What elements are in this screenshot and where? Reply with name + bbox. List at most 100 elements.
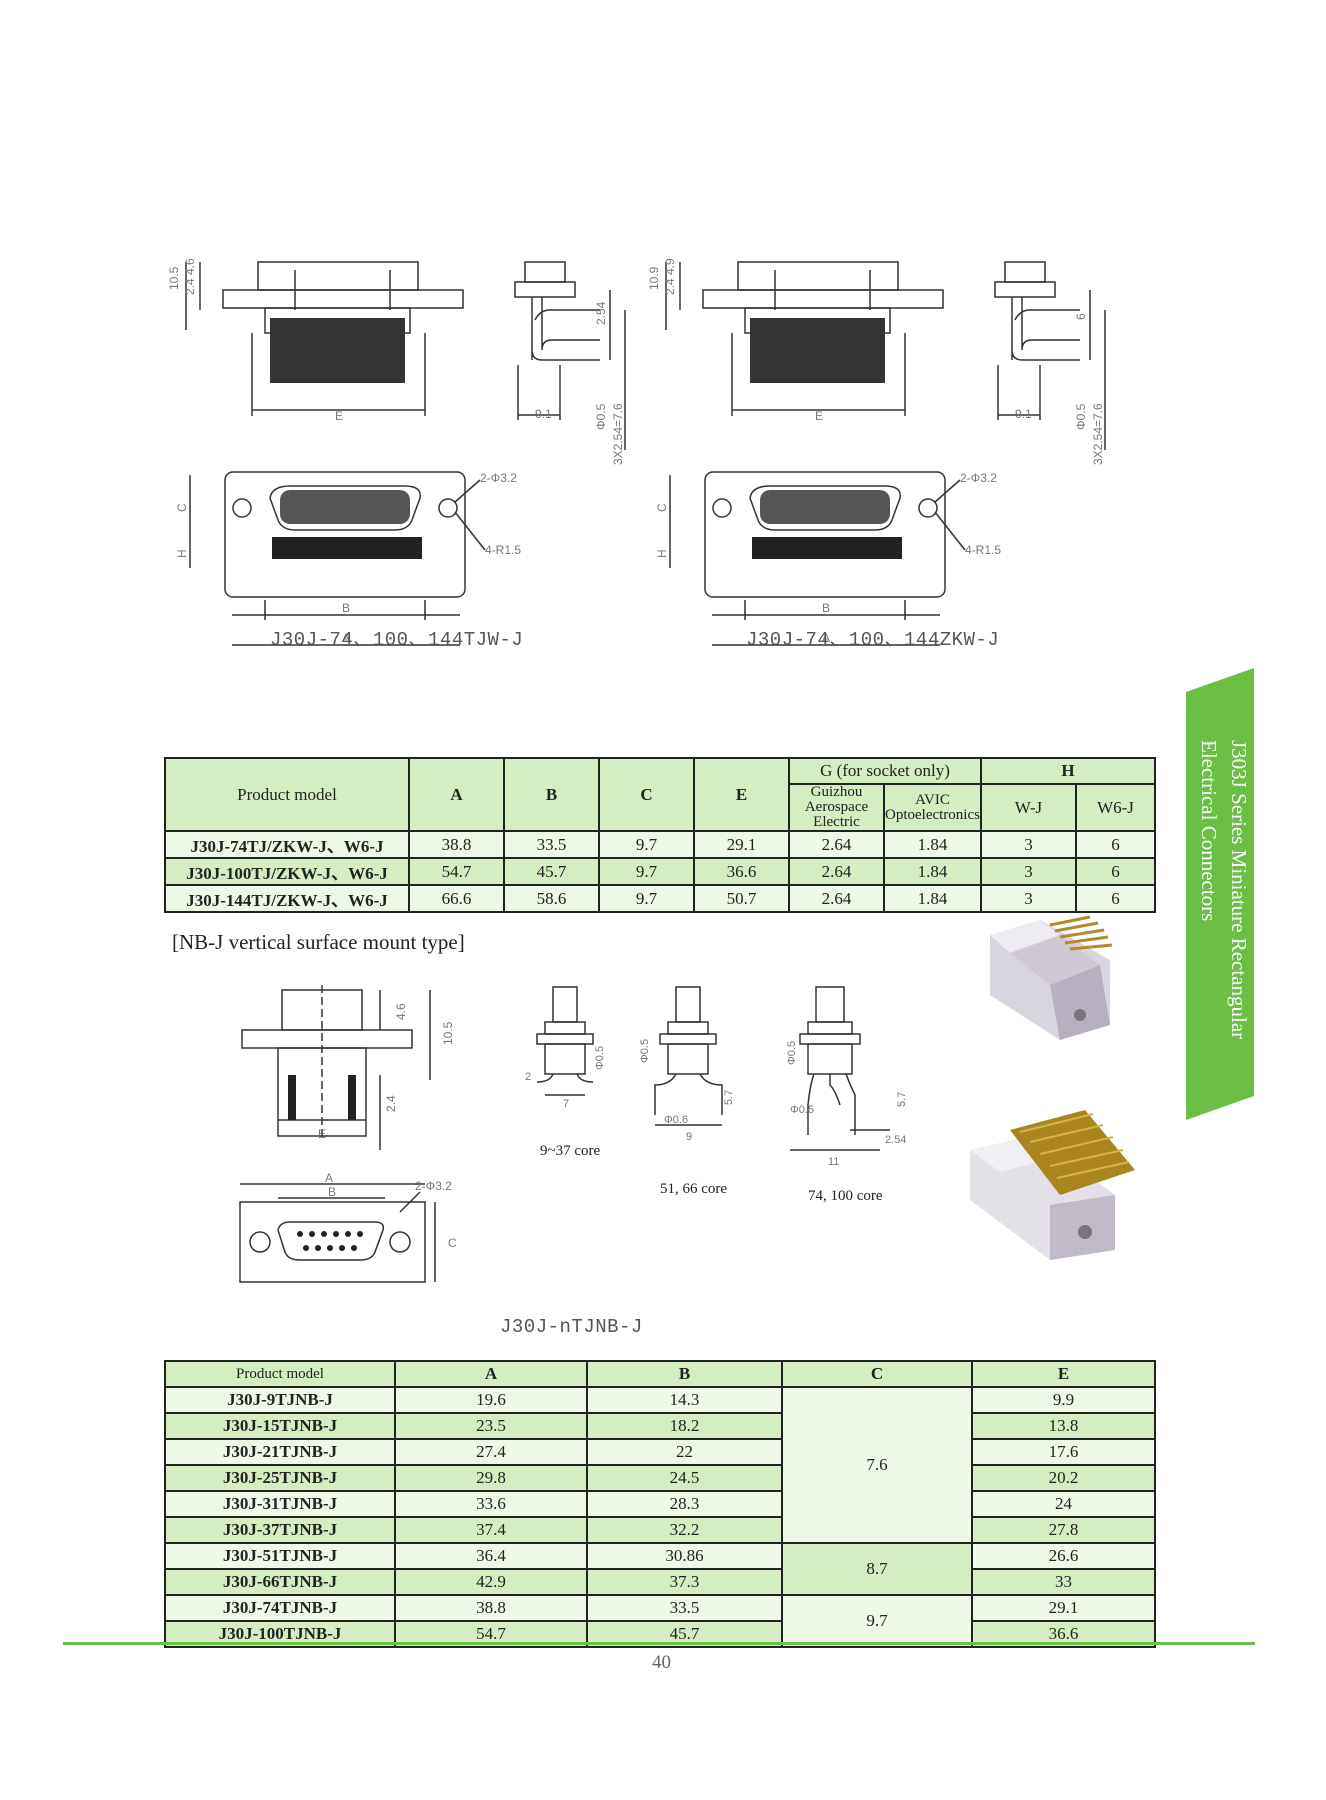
cell-a: 33.6 — [394, 1490, 588, 1518]
dim-hole: 2-Φ3.2 — [415, 1179, 452, 1193]
cell-model: J30J-144TJ/ZKW-J、W6-J — [164, 884, 410, 913]
th-model: Product model — [164, 1360, 396, 1388]
table-top-models: Product model A B C E G (for socket only… — [164, 757, 1157, 913]
dim-05: Φ0.5 — [640, 1039, 651, 1063]
dim-e: E — [335, 409, 343, 423]
dim-w: 9.1 — [1015, 407, 1032, 421]
th-g1: Guizhou Aerospace Electric — [788, 783, 885, 832]
cell-b: 14.3 — [586, 1386, 783, 1414]
cell-h2: 6 — [1074, 830, 1157, 859]
th-e: E — [971, 1360, 1156, 1388]
top-left-drawing: 10.5 2.4 4.6 E 9.1 2.54 Φ0.5 3X2.54=7.6 … — [167, 258, 626, 646]
cell-h2: 6 — [1074, 857, 1157, 886]
cell-c-group-1: 7.6 — [781, 1386, 973, 1544]
cell-e: 20.2 — [971, 1464, 1156, 1492]
cell-e: 33 — [971, 1568, 1156, 1596]
th-e: E — [693, 757, 790, 832]
dim-w: 9.1 — [535, 407, 552, 421]
cell-a: 36.4 — [394, 1542, 588, 1570]
cell-h2: 6 — [1074, 884, 1157, 913]
mid-caption: J30J-nTJNB-J — [500, 1316, 643, 1338]
cell-g1: 2.64 — [788, 857, 885, 886]
cell-e: 24 — [971, 1490, 1156, 1518]
cell-g1: 2.64 — [788, 884, 885, 913]
table-row: J30J-9TJNB-J 19.6 14.3 7.6 9.9 — [164, 1386, 1156, 1544]
dim-05: Φ0.5 — [786, 1041, 798, 1065]
table-row: J30J-25TJNB-J 29.8 24.5 20.2 — [164, 1464, 1156, 1492]
th-c: C — [781, 1360, 973, 1388]
dim-hh: H — [175, 549, 189, 558]
dim-d: Φ0.5 — [594, 403, 608, 430]
cell-b: 32.2 — [586, 1516, 783, 1544]
dim-p2: 2.54 — [594, 301, 608, 325]
dim-57: 5.7 — [896, 1092, 908, 1107]
dim-e: E — [318, 1127, 326, 1141]
cell-a: 54.7 — [408, 857, 505, 886]
dim-d: Φ0.5 — [1074, 403, 1088, 430]
dim-9: 9 — [686, 1131, 692, 1143]
cell-model: J30J-51TJNB-J — [164, 1542, 396, 1570]
dim-b: B — [822, 601, 830, 615]
dim-r: 4-R1.5 — [485, 543, 521, 557]
cell-b: 22 — [586, 1438, 783, 1466]
th-h: H — [979, 757, 1157, 785]
cell-b: 28.3 — [586, 1490, 783, 1518]
cell-model: J30J-37TJNB-J — [164, 1516, 396, 1544]
cell-g2: 1.84 — [883, 830, 982, 859]
dim-hh: H — [655, 549, 669, 558]
pin-drawing-2: Φ0.5 5.7 Φ0.6 9 — [640, 986, 735, 1143]
th-h2: W6-J — [1074, 783, 1157, 832]
th-a: A — [408, 757, 505, 832]
note-74-100-core: 74, 100 core — [808, 1188, 883, 1204]
dim-p2: 6 — [1074, 313, 1088, 320]
cell-a: 38.8 — [408, 830, 505, 859]
dim-r: 4-R1.5 — [965, 543, 1001, 557]
cell-h1: 3 — [979, 830, 1077, 859]
dim-06: Φ0.6 — [664, 1114, 688, 1126]
th-g2: AVIC Optoelectronics — [883, 783, 982, 832]
footer-line — [63, 1642, 1255, 1645]
th-h1: W-J — [979, 783, 1077, 832]
cell-g2: 1.84 — [883, 857, 982, 886]
table-row: J30J-15TJNB-J 23.5 18.2 13.8 — [164, 1412, 1156, 1440]
cell-model: J30J-74TJ/ZKW-J、W6-J — [164, 830, 410, 859]
cell-e: 29.1 — [693, 830, 790, 859]
th-model: Product model — [164, 757, 410, 832]
th-a: A — [394, 1360, 588, 1388]
cell-g2: 1.84 — [883, 884, 982, 913]
table-row: J30J-144TJ/ZKW-J、W6-J 66.6 58.6 9.7 50.7… — [164, 884, 1157, 913]
cell-e: 36.6 — [693, 857, 790, 886]
cell-b: 37.3 — [586, 1568, 783, 1596]
side-tab-line2: Electrical Connectors — [1197, 740, 1221, 922]
top-right-drawing: 10.9 2.4 4.9 E 9.1 6 Φ0.5 3X2.54=7.6 2-Φ… — [647, 258, 1106, 646]
dim-105: 10.5 — [441, 1021, 455, 1045]
cell-e: 26.6 — [971, 1542, 1156, 1570]
dim-a: A — [325, 1172, 333, 1185]
cell-c: 9.7 — [598, 830, 695, 859]
dim-p: 3X2.54=7.6 — [1091, 403, 1105, 465]
cell-model: J30J-21TJNB-J — [164, 1438, 396, 1466]
pin-drawing-3: Φ0.5 Φ0.5 5.7 2.54 11 — [786, 986, 908, 1168]
dim-a: A — [822, 631, 830, 645]
cell-a: 29.8 — [394, 1464, 588, 1492]
dim-254: 2.54 — [885, 1134, 906, 1146]
cell-model: J30J-15TJNB-J — [164, 1412, 396, 1440]
dim-hole: 2-Φ3.2 — [960, 471, 997, 485]
dim-c: C — [448, 1236, 457, 1250]
table-row: J30J-37TJNB-J 37.4 32.2 27.8 — [164, 1516, 1156, 1544]
cell-e: 27.8 — [971, 1516, 1156, 1544]
cell-a: 37.4 — [394, 1516, 588, 1544]
table-row: J30J-31TJNB-J 33.6 28.3 24 — [164, 1490, 1156, 1518]
table-row: J30J-66TJNB-J 42.9 37.3 33 — [164, 1568, 1156, 1596]
cell-g1: 2.64 — [788, 830, 885, 859]
dim-h1: 10.5 — [167, 266, 181, 290]
table-row: J30J-74TJNB-J 38.8 33.5 9.7 29.1 — [164, 1594, 1156, 1648]
section-title: [NB-J vertical surface mount type] — [172, 930, 465, 954]
side-tab — [1186, 668, 1254, 1120]
table-row: J30J-51TJNB-J 36.4 30.86 8.7 26.6 — [164, 1542, 1156, 1596]
cell-a: 42.9 — [394, 1568, 588, 1596]
dim-h2: 2.4 4.9 — [663, 258, 677, 295]
cell-model: J30J-100TJ/ZKW-J、W6-J — [164, 857, 410, 886]
dim-24: 2.4 — [384, 1095, 398, 1112]
cell-model: J30J-74TJNB-J — [164, 1594, 396, 1622]
